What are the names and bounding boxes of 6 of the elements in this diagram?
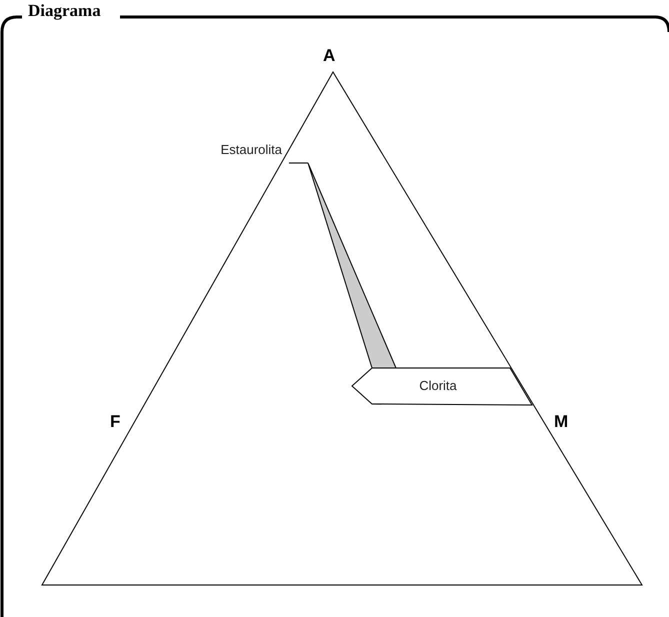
- mineral-label: Estaurolita: [220, 142, 282, 158]
- vertex-label: A: [323, 46, 336, 66]
- field-label: Clorita: [418, 378, 458, 394]
- vertex-label: F: [110, 412, 120, 432]
- vertex-label: M: [554, 412, 568, 432]
- pentagon-field: [350, 366, 534, 407]
